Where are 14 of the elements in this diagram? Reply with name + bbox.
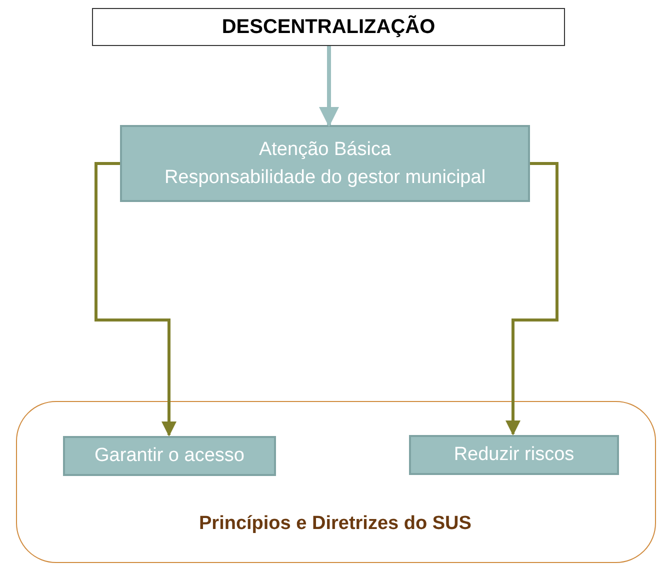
process-box xyxy=(63,436,276,476)
arrow xyxy=(506,162,558,436)
box-text: Responsabilidade do gestor municipal xyxy=(164,166,486,190)
box-heading: Garantir o acesso xyxy=(94,444,244,468)
group-container xyxy=(16,401,656,563)
process-box xyxy=(409,435,619,475)
group-title: Princípios e Diretrizes do SUS xyxy=(199,512,472,536)
title-box xyxy=(92,8,565,46)
box-heading: Reduzir riscos xyxy=(454,442,574,467)
arrow xyxy=(319,46,339,127)
box-heading: DESCENTRALIZAÇÃO xyxy=(222,14,436,40)
process-box xyxy=(120,125,530,202)
arrow xyxy=(94,162,176,436)
box-heading: Atenção Básica xyxy=(258,138,392,162)
